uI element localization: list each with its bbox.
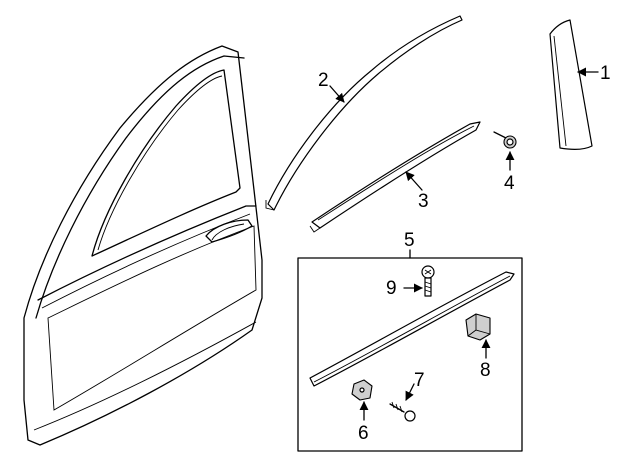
callout-5: 5 (404, 230, 415, 251)
callout-6: 6 (358, 423, 369, 444)
callout-3: 3 (418, 191, 429, 212)
callout-8: 8 (480, 360, 491, 381)
upper-frame-moulding (265, 15, 463, 211)
leader-arrows (329, 67, 599, 421)
callout-1: 1 (600, 63, 611, 84)
callout-4: 4 (504, 173, 515, 194)
retainer-part-6 (351, 379, 373, 401)
callout-2: 2 (318, 70, 329, 91)
lower-door-moulding (309, 271, 515, 387)
pillar-applique (549, 19, 593, 150)
callout-7: 7 (414, 370, 425, 391)
clip-part-8 (465, 313, 491, 341)
callout-9: 9 (386, 278, 397, 299)
screw-part-7 (389, 401, 416, 422)
front-door-shell (23, 45, 263, 446)
belt-moulding (309, 121, 481, 233)
screw-part-9 (421, 265, 435, 297)
screw-part-4 (493, 131, 517, 149)
